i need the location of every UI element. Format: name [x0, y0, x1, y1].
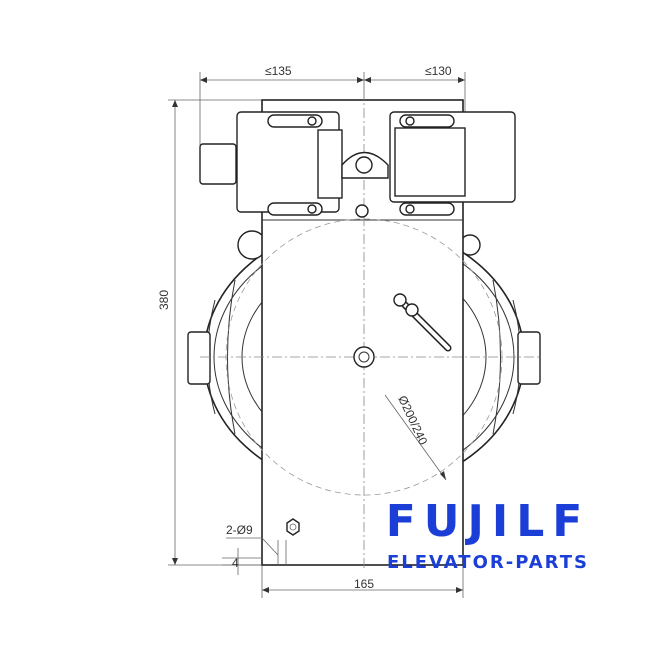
- dim-height: 380: [157, 290, 171, 310]
- top-dimensions: ≤135 ≤130: [199, 64, 466, 180]
- dim-left-width: ≤135: [265, 64, 292, 78]
- dim-bottom-width: 165: [354, 577, 374, 591]
- dim-base-offset: 4: [232, 556, 239, 570]
- dim-holes: 2-Ø9: [226, 523, 253, 537]
- brake-assembly: [199, 111, 516, 218]
- brand-logo: FUJILF ELEVATOR-PARTS: [378, 500, 598, 574]
- brand-name: FUJILF: [385, 496, 591, 547]
- mounting-holes: 2-Ø9 4: [222, 518, 300, 575]
- height-dimension: 380: [157, 99, 262, 566]
- release-lever: [393, 293, 452, 352]
- brand-subtitle: ELEVATOR-PARTS: [387, 552, 589, 573]
- dim-right-width: ≤130: [425, 64, 452, 78]
